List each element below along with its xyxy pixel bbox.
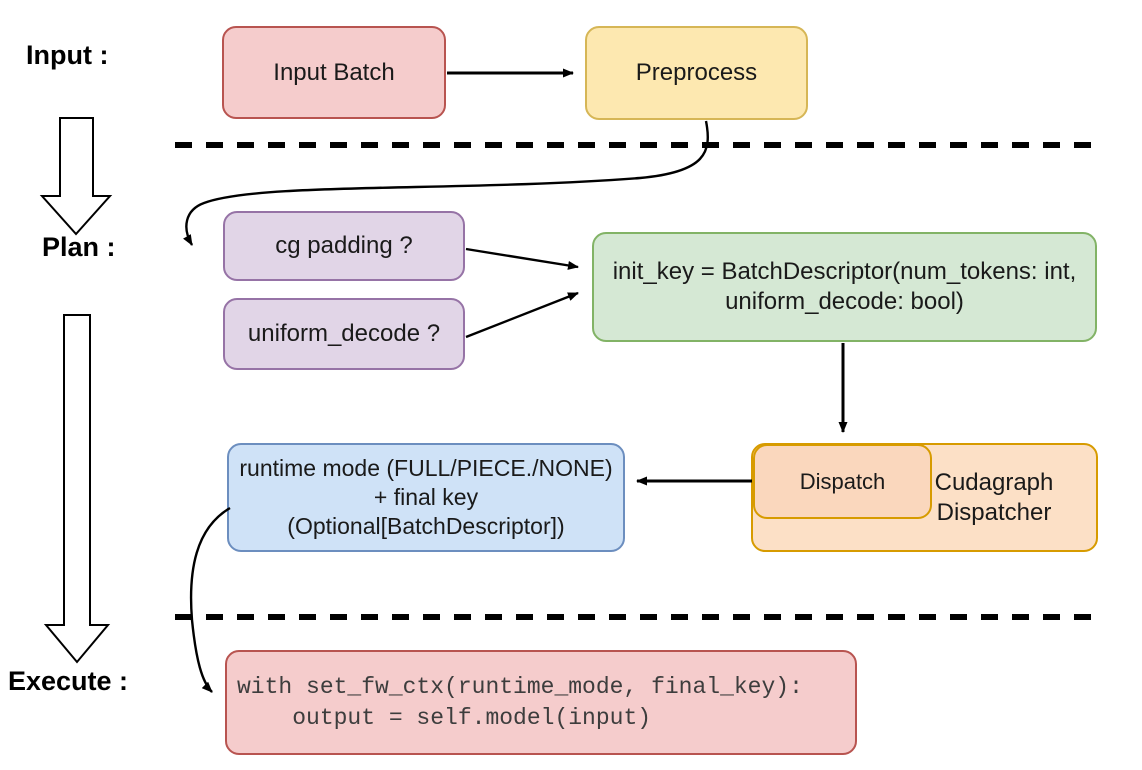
node-cg-padding[interactable]: cg padding ? bbox=[223, 211, 465, 281]
node-input-batch-label: Input Batch bbox=[273, 58, 395, 86]
node-dispatch[interactable]: Dispatch bbox=[753, 444, 932, 519]
edge-cg-padding-to-init-key bbox=[465, 247, 579, 270]
stage-arrow-plan-to-execute bbox=[43, 314, 111, 664]
node-init-key[interactable]: init_key = BatchDescriptor(num_tokens: i… bbox=[592, 232, 1097, 342]
node-uniform-decode[interactable]: uniform_decode ? bbox=[223, 298, 465, 370]
node-runtime-mode-line-1: runtime mode (FULL/PIECE./NONE) bbox=[239, 455, 613, 482]
node-runtime-mode[interactable]: runtime mode (FULL/PIECE./NONE) + final … bbox=[227, 443, 625, 552]
node-init-key-line-2: uniform_decode: bool) bbox=[725, 288, 964, 315]
node-dispatch-label: Dispatch bbox=[799, 468, 886, 494]
node-execute-code-line-1: with set_fw_ctx(runtime_mode, final_key)… bbox=[237, 674, 803, 701]
node-execute-code-line-2: output = self.model(input) bbox=[237, 704, 652, 731]
stage-label-input: Input : bbox=[26, 40, 109, 70]
node-preprocess[interactable]: Preprocess bbox=[585, 26, 808, 120]
node-preprocess-label: Preprocess bbox=[635, 59, 758, 86]
node-cg-padding-label: cg padding ? bbox=[275, 232, 413, 259]
node-execute-code[interactable]: with set_fw_ctx(runtime_mode, final_key)… bbox=[225, 650, 857, 755]
node-runtime-mode-line-2: + final key (Optional[BatchDescriptor]) bbox=[287, 484, 565, 539]
stage-label-execute: Execute : bbox=[8, 666, 129, 696]
stage-arrow-input-to-plan bbox=[39, 117, 113, 236]
stage-label-plan: Plan : bbox=[42, 232, 116, 262]
node-input-batch[interactable]: Input Batch bbox=[222, 26, 446, 119]
node-uniform-decode-label: uniform_decode ? bbox=[247, 320, 441, 347]
node-cudagraph-dispatcher-label: Cudagraph Dispatcher bbox=[934, 468, 1054, 526]
node-init-key-line-1: init_key = BatchDescriptor(num_tokens: i… bbox=[612, 258, 1077, 285]
edge-uniform-decode-to-init-key bbox=[465, 291, 579, 339]
